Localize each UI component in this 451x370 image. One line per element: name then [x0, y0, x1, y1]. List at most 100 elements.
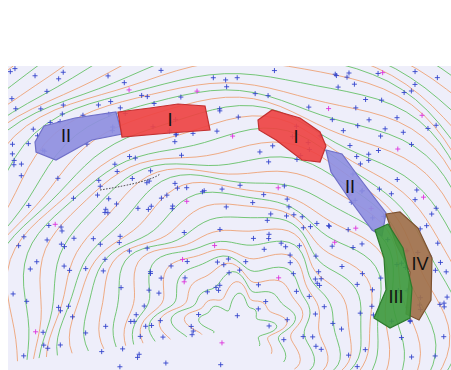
survey-point [145, 94, 150, 99]
survey-point [442, 304, 447, 309]
survey-point [127, 87, 132, 92]
survey-point [96, 178, 101, 183]
survey-point [285, 197, 290, 202]
survey-point [118, 105, 123, 110]
survey-point [401, 130, 406, 135]
survey-point [66, 304, 71, 309]
survey-point [237, 268, 242, 273]
survey-point [12, 66, 17, 71]
survey-point [307, 294, 312, 299]
survey-point [184, 199, 189, 204]
survey-point [435, 75, 440, 80]
survey-point [379, 98, 384, 103]
band-outline [35, 112, 122, 160]
survey-point [60, 228, 65, 233]
survey-point [67, 268, 72, 273]
survey-point [288, 260, 293, 265]
survey-point [156, 291, 161, 296]
contour-line [8, 66, 451, 370]
survey-point [182, 279, 187, 284]
contour-line [124, 229, 351, 370]
survey-point [139, 93, 144, 98]
survey-point [366, 152, 371, 157]
survey-point [358, 311, 363, 316]
survey-point [347, 143, 352, 148]
contour-line [132, 241, 340, 370]
survey-point [112, 162, 117, 167]
survey-point [95, 193, 100, 198]
survey-point [220, 187, 225, 192]
survey-point [421, 195, 426, 200]
contour-line [8, 66, 451, 370]
survey-point [444, 269, 449, 274]
survey-point [217, 283, 222, 288]
survey-point [276, 275, 281, 280]
band-outline [326, 150, 386, 236]
survey-point [266, 93, 271, 98]
zone-band: II [326, 150, 386, 236]
survey-point [135, 355, 140, 360]
survey-point [160, 335, 165, 340]
survey-point [44, 89, 49, 94]
survey-point [226, 257, 231, 262]
survey-point [26, 203, 31, 208]
survey-point [148, 269, 153, 274]
survey-point [128, 319, 133, 324]
survey-point [62, 264, 67, 269]
survey-point [103, 257, 108, 262]
survey-point [223, 77, 228, 82]
survey-point [11, 162, 16, 167]
survey-point [159, 276, 164, 281]
survey-point [256, 282, 261, 287]
survey-point [170, 204, 175, 209]
survey-point [70, 314, 75, 319]
survey-point [180, 257, 185, 262]
survey-point [185, 259, 190, 264]
survey-point [184, 185, 189, 190]
survey-point [61, 103, 66, 108]
survey-point [164, 193, 169, 198]
survey-point [413, 197, 418, 202]
survey-point [366, 158, 371, 163]
survey-point [158, 318, 163, 323]
survey-point [53, 222, 58, 227]
survey-point [336, 85, 341, 90]
survey-point [8, 69, 13, 74]
survey-point [191, 329, 196, 334]
zone-label: II [345, 178, 355, 196]
survey-point [355, 123, 360, 128]
survey-point [281, 337, 286, 342]
survey-point [317, 283, 322, 288]
survey-point [319, 347, 324, 352]
zone-label: IV [411, 255, 428, 273]
survey-point [119, 285, 124, 290]
contour-line [113, 217, 361, 370]
zone-band: III [374, 224, 412, 328]
survey-point [13, 106, 18, 111]
survey-point [339, 327, 344, 332]
survey-point [301, 225, 306, 230]
survey-point [55, 176, 60, 181]
survey-point [189, 324, 194, 329]
contour-line [23, 128, 451, 370]
survey-point [354, 154, 359, 159]
survey-point [56, 305, 61, 310]
survey-point [291, 212, 296, 217]
survey-point [202, 188, 207, 193]
survey-point [346, 71, 351, 76]
survey-point [98, 184, 103, 189]
band-shape [258, 110, 326, 162]
survey-point [178, 95, 183, 100]
survey-point [370, 287, 375, 292]
survey-point [195, 89, 200, 94]
survey-point [383, 126, 388, 131]
survey-point [41, 343, 46, 348]
survey-point [284, 213, 289, 218]
survey-point [346, 227, 351, 232]
contour-line [8, 66, 451, 370]
survey-point [268, 211, 273, 216]
survey-point [106, 73, 111, 78]
contour-line [8, 66, 451, 370]
survey-point [235, 75, 240, 80]
survey-point [300, 214, 305, 219]
